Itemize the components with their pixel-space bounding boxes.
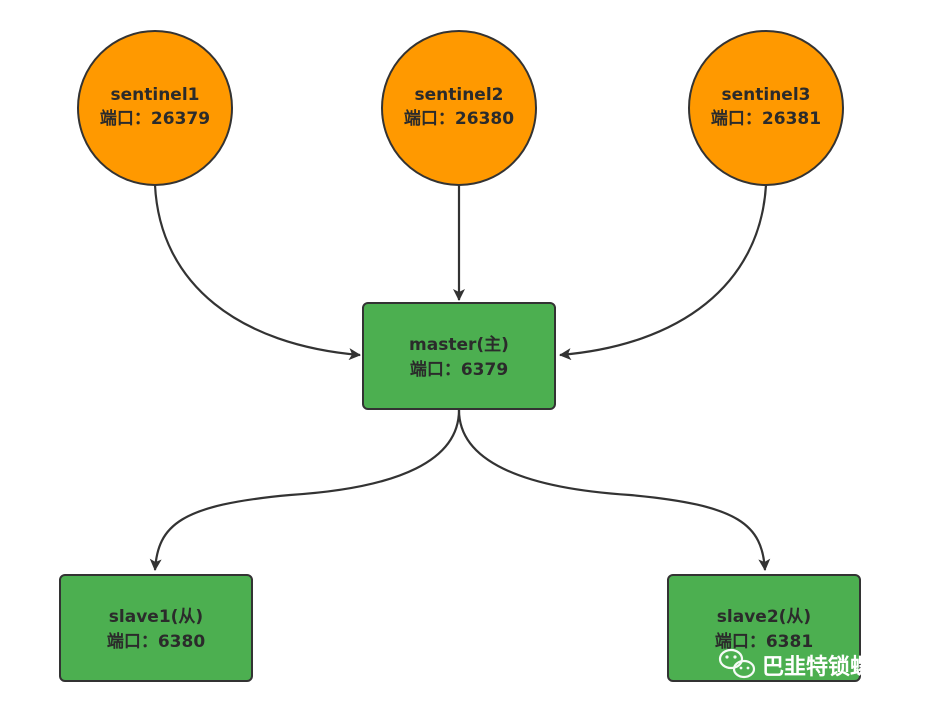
edge-sentinel1-to-master [153,184,361,361]
edges [149,184,771,571]
slave-node-1: slave1(从) 端口：6380 [59,574,253,682]
slave1-port: 端口：6380 [107,631,205,652]
watermark-channel: 巴韭特锁螺丝 [762,654,894,680]
sentinel-node-2: sentinel2 端口：26380 [381,30,537,186]
sentinel1-port: 端口：26379 [100,108,210,129]
sentinel2-port: 端口：26380 [404,108,514,129]
sentinel1-name: sentinel1 [111,85,200,105]
master-name: master(主) [409,334,509,355]
master-node: master(主) 端口：6379 [362,302,556,410]
edge-master-to-slave2 [457,409,771,571]
sentinel3-name: sentinel3 [722,85,811,105]
sentinel3-port: 端口：26381 [711,108,821,129]
slave1-name: slave1(从) [109,607,203,627]
slave-node-2: slave2(从) 端口：6381 [667,574,861,682]
slave2-port: 端口：6381 [715,631,813,652]
watermark-credit: CSDN @怪 咖@ [824,685,913,700]
sentinel-node-1: sentinel1 端口：26379 [77,30,233,186]
master-port: 端口：6379 [410,359,508,380]
edge-sentinel3-to-master [559,184,768,361]
edge-master-to-slave1 [149,409,461,571]
watermark: 巴韭特锁螺丝 CSDN @怪 咖@ [718,648,913,700]
wechat-icon [718,648,756,679]
sentinel2-name: sentinel2 [415,85,504,105]
sentinel-node-3: sentinel3 端口：26381 [688,30,844,186]
slave2-name: slave2(从) [717,607,811,627]
